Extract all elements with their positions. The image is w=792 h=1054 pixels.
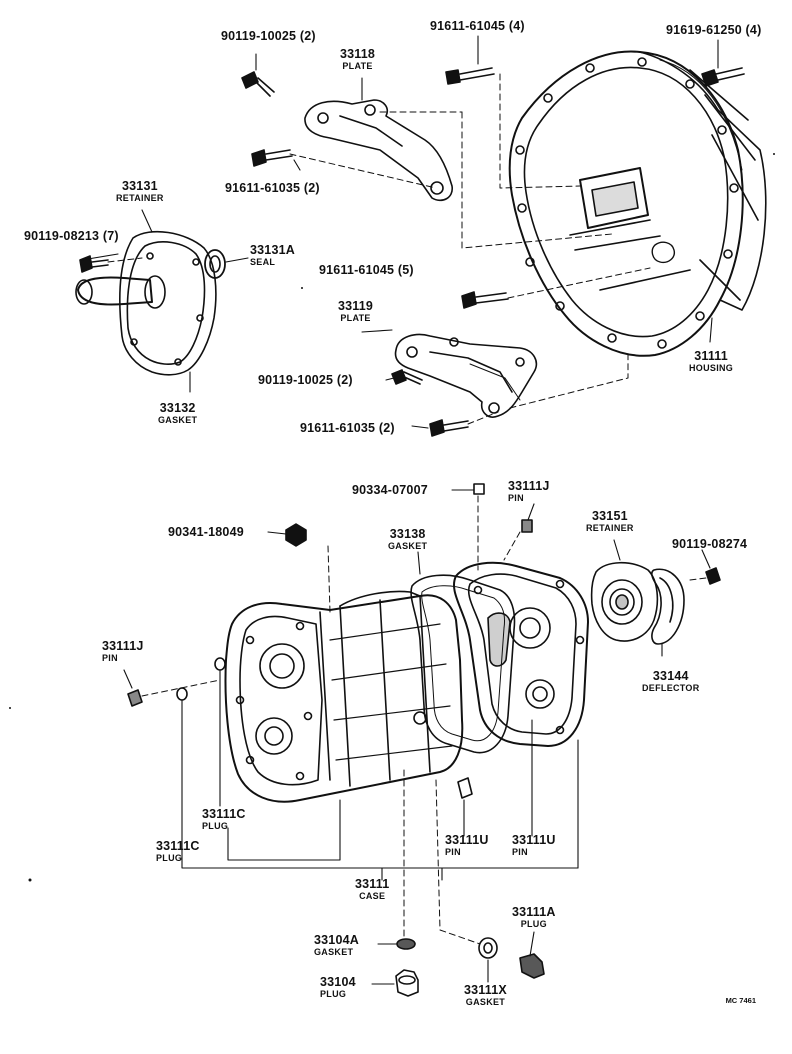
- transmission-case-part: [224, 590, 464, 803]
- intermediate-plate-part: [453, 561, 589, 747]
- callout-33144-deflector: 33144 DEFLECTOR: [642, 669, 700, 693]
- callout-90334-07007: 90334-07007: [352, 483, 428, 497]
- leader-lines: [81, 35, 719, 985]
- callout-90119-10025-upper: 90119-10025 (2): [221, 29, 316, 43]
- retainer-33131-part: [75, 230, 217, 376]
- callout-33111u-pin-left: 33111U PIN: [445, 833, 489, 857]
- callout-33111u-pin-right: 33111U PIN: [512, 833, 556, 857]
- callout-91611-61035-upper: 91611-61035 (2): [225, 181, 320, 195]
- callout-33111c-plug-lower: 33111C PLUG: [156, 839, 200, 863]
- callout-91619-61250: 91619-61250 (4): [666, 23, 762, 37]
- plate-33119-part: [394, 333, 538, 418]
- callout-90119-10025-lower: 90119-10025 (2): [258, 373, 353, 387]
- callout-33151-retainer: 33151 RETAINER: [586, 509, 634, 533]
- drawing-code: MC 7461: [725, 996, 756, 1005]
- bolts-upper: [79, 67, 745, 437]
- callout-33104-plug: 33104 PLUG: [320, 975, 356, 999]
- small-parts-lower: [127, 483, 721, 997]
- callout-33131a-seal: 33131A SEAL: [250, 243, 295, 267]
- callout-90119-08274: 90119-08274: [672, 537, 748, 551]
- callout-33111-case: 33111 CASE: [355, 877, 390, 901]
- bell-housing-part: [508, 50, 767, 357]
- deflector-33144-part: [651, 568, 685, 645]
- callout-91611-61045-4: 91611-61045 (4): [430, 19, 525, 33]
- callout-33131-retainer: 33131 RETAINER: [116, 179, 164, 203]
- callout-90341-18049: 90341-18049: [168, 525, 244, 539]
- seal-33131a-part: [204, 249, 226, 279]
- callout-33111j-pin-upper: 33111J PIN: [508, 479, 550, 503]
- callout-91611-61045-5: 91611-61045 (5): [319, 263, 414, 277]
- callout-33111j-pin-left: 33111J PIN: [102, 639, 144, 663]
- callout-33104a-gasket: 33104A GASKET: [314, 933, 359, 957]
- callout-91611-61035-lower: 91611-61035 (2): [300, 421, 395, 435]
- callout-90119-08213: 90119-08213 (7): [24, 229, 119, 243]
- callout-33111c-plug-upper: 33111C PLUG: [202, 807, 246, 831]
- callout-33119-plate: 33119 PLATE: [338, 299, 374, 323]
- callout-33138-gasket: 33138 GASKET: [388, 527, 428, 551]
- callout-31111-housing: 31111 HOUSING: [689, 349, 734, 373]
- assembly-lines: [107, 73, 707, 945]
- retainer-33151-part: [590, 561, 659, 642]
- callout-33118-plate: 33118 PLATE: [340, 47, 376, 71]
- callout-33111a-plug: 33111A PLUG: [512, 905, 556, 929]
- callout-33111x-gasket: 33111X GASKET: [464, 983, 507, 1007]
- callout-33132-gasket: 33132 GASKET: [158, 401, 198, 425]
- plate-33118-part: [304, 99, 453, 202]
